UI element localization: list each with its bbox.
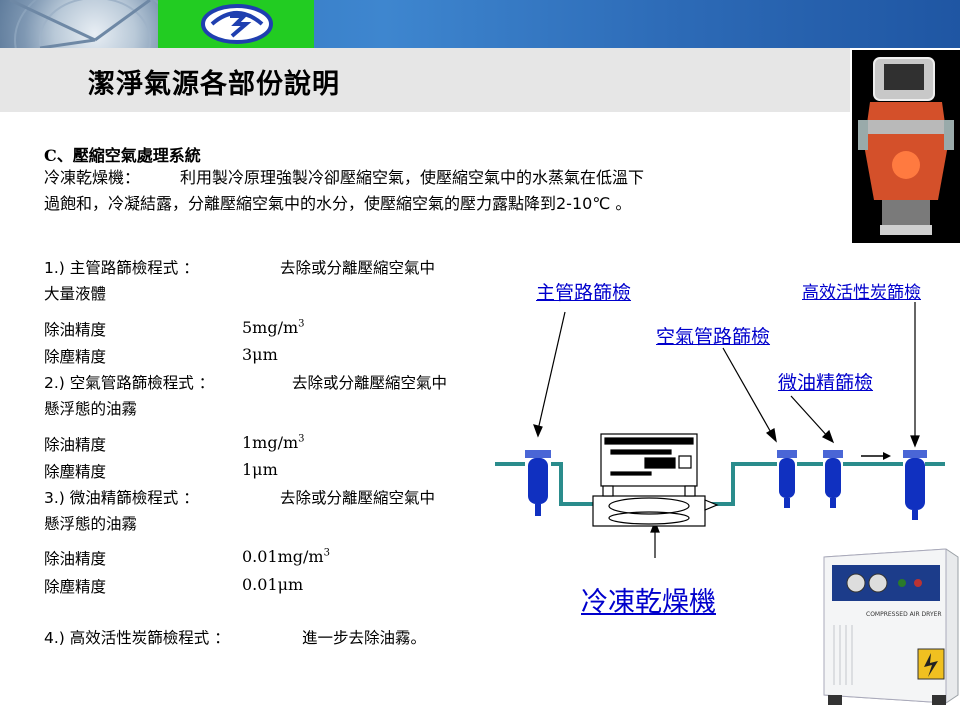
- label-main-filter: 主管路篩檢: [536, 282, 632, 304]
- title-band: [0, 48, 850, 112]
- item-2-dust-value: 1μm: [242, 460, 278, 479]
- item-2-desc: 去除或分離壓縮空氣中: [292, 374, 448, 392]
- intro-line-1: 利用製冷原理強製冷卻壓縮空氣，使壓縮空氣中的水蒸氣在低溫下: [180, 168, 645, 187]
- item-1-desc2: 大量液體: [44, 285, 107, 303]
- item-1-dust-value: 3μm: [242, 345, 278, 364]
- section-heading: C、壓縮空氣處理系統: [44, 146, 201, 165]
- arrow-main-filter: [537, 311, 566, 431]
- page-title: 潔淨氣源各部份說明: [88, 69, 340, 100]
- item-3-oil-label: 除油精度: [44, 550, 107, 568]
- item-1-title: 1.) 主管路篩檢程式 ：: [44, 259, 199, 277]
- intro-paragraph: 冷凍乾燥機： 利用製冷原理強製冷卻壓縮空氣，使壓縮空氣中的水蒸氣在低溫下 過飽和，…: [44, 165, 844, 217]
- item-4-desc: 進一步去除油霧。: [302, 629, 427, 647]
- filter-micro: [823, 450, 843, 508]
- system-diagram: [495, 302, 945, 558]
- item-2-title: 2.) 空氣管路篩檢程式 ：: [44, 374, 215, 392]
- label-micro-filter: 微油精篩檢: [778, 372, 874, 394]
- intro-line-2: 過飽和，冷凝結露，分離壓縮空氣中的水分，使壓縮空氣的壓力露點降到2-10℃ 。: [44, 194, 632, 213]
- company-logo: [158, 0, 314, 48]
- label-air-filter: 空氣管路篩檢: [656, 326, 771, 348]
- filter-air: [777, 450, 797, 508]
- air-dryer-image: COMPRESSED AIR DRYER: [814, 545, 960, 720]
- item-3-desc2: 懸浮態的油霧: [44, 515, 138, 533]
- intro-label: 冷凍乾燥機：: [44, 168, 141, 187]
- item-3-desc: 去除或分離壓縮空氣中: [280, 489, 436, 507]
- label-dryer: 冷凍乾燥機: [581, 587, 716, 618]
- item-3-dust-label: 除塵精度: [44, 578, 107, 596]
- filter-main: [525, 450, 551, 516]
- arrow-air-filter: [722, 347, 774, 437]
- item-1-oil-value: 5mg/m3: [242, 318, 305, 337]
- item-1-oil-label: 除油精度: [44, 321, 107, 339]
- banner-fan-image: [0, 0, 158, 48]
- item-1-desc: 去除或分離壓縮空氣中: [280, 259, 436, 277]
- arrow-micro-filter: [790, 395, 830, 439]
- item-2-oil-label: 除油精度: [44, 436, 107, 454]
- item-3-oil-value: 0.01mg/m3: [242, 547, 330, 566]
- item-2-desc2: 懸浮態的油霧: [44, 400, 138, 418]
- filter-unit-image: [852, 50, 960, 243]
- filter-carbon: [903, 450, 927, 520]
- item-2-dust-label: 除塵精度: [44, 463, 107, 481]
- item-2-oil-value: 1mg/m3: [242, 433, 305, 452]
- label-carbon-filter: 高效活性炭篩檢: [802, 283, 921, 303]
- item-3-dust-value: 0.01μm: [242, 575, 304, 594]
- item-1-dust-label: 除塵精度: [44, 348, 107, 366]
- dryer-panel-text: COMPRESSED AIR DRYER: [866, 611, 942, 618]
- item-3-title: 3.) 微油精篩檢程式 ：: [44, 489, 199, 507]
- dryer-schematic: [592, 433, 719, 527]
- item-4-title: 4.) 高效活性炭篩檢程式 ：: [44, 629, 230, 647]
